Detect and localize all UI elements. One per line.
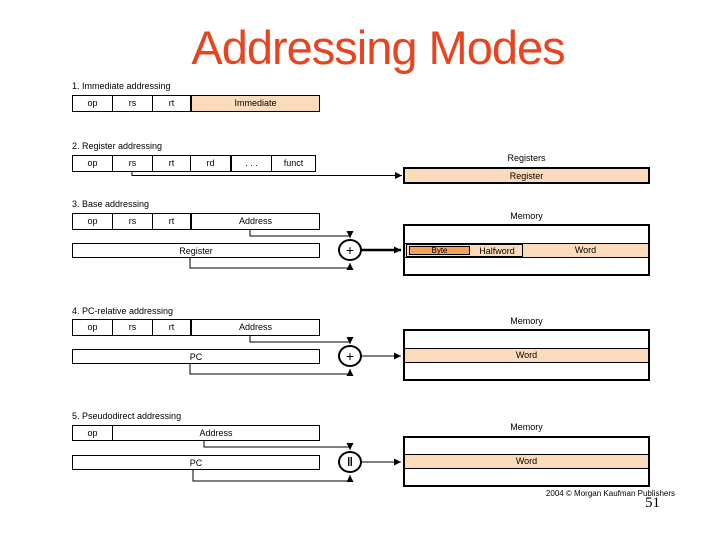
- instruction-row-base: op rs rt Address: [72, 213, 320, 230]
- instruction-row-immediate: op rs rt Immediate: [72, 95, 320, 112]
- copyright-text: 2004 © Morgan Kaufman Publishers: [545, 489, 675, 498]
- adder-icon: +: [338, 345, 362, 367]
- section-label-base: 3. Base addressing: [72, 199, 150, 209]
- field-rt: rt: [153, 214, 191, 229]
- instruction-row-register: op rs rt rd . . . funct: [72, 155, 316, 172]
- field-address: Address: [191, 320, 319, 335]
- field-op: op: [73, 320, 113, 335]
- slide-title: Addressing Modes: [191, 21, 565, 74]
- field-op: op: [73, 426, 113, 440]
- section-label-pc-relative: 4. PC-relative addressing: [72, 306, 174, 316]
- field-address: Address: [191, 214, 319, 229]
- field-address: Address: [199, 427, 233, 438]
- field-rd: rd: [191, 156, 231, 171]
- register-source-box: Register: [72, 243, 320, 258]
- memory-data-row: Byte Halfword Word: [405, 242, 648, 258]
- page-number: 51: [645, 495, 660, 511]
- memory-word-row: Word: [405, 347, 648, 363]
- byte-box: Byte: [409, 245, 470, 255]
- field-op: op: [73, 214, 113, 229]
- field-rt: rt: [153, 96, 191, 111]
- concatenation-icon: ‖: [338, 451, 362, 473]
- section-label-pseudodirect: 5. Pseudodirect addressing: [72, 411, 182, 421]
- memory-box-pc-relative: Word: [403, 329, 650, 381]
- register-target-box: Register: [403, 167, 650, 184]
- memory-title: Memory: [510, 316, 543, 326]
- pc-source-box: PC: [72, 455, 320, 470]
- halfword-box: Byte Halfword: [406, 243, 523, 257]
- instruction-row-pc-relative: op rs rt Address: [72, 319, 320, 336]
- field-immediate: Immediate: [191, 96, 319, 111]
- pc-source-box: PC: [72, 349, 320, 364]
- field-op: op: [73, 156, 113, 171]
- halfword-label: Halfword: [479, 245, 515, 256]
- field-rt: rt: [153, 320, 191, 335]
- instruction-row-pseudodirect: op Address: [72, 425, 320, 441]
- field-op: op: [73, 96, 113, 111]
- adder-icon: +: [338, 239, 362, 261]
- field-ellipsis: . . .: [231, 156, 272, 171]
- field-funct: funct: [283, 158, 304, 168]
- registers-title: Registers: [507, 153, 546, 163]
- section-label-immediate: 1. Immediate addressing: [72, 81, 171, 91]
- field-rs: rs: [113, 156, 153, 171]
- field-rs: rs: [113, 214, 153, 229]
- field-rs: rs: [113, 96, 153, 111]
- memory-box-pseudodirect: Word: [403, 436, 650, 487]
- memory-title: Memory: [510, 211, 543, 221]
- section-label-register: 2. Register addressing: [72, 141, 163, 151]
- word-label: Word: [574, 244, 597, 255]
- memory-box-base: Byte Halfword Word: [403, 224, 650, 276]
- memory-title: Memory: [510, 422, 543, 432]
- field-rs: rs: [113, 320, 153, 335]
- field-rt: rt: [153, 156, 191, 171]
- memory-word-row: Word: [405, 454, 648, 469]
